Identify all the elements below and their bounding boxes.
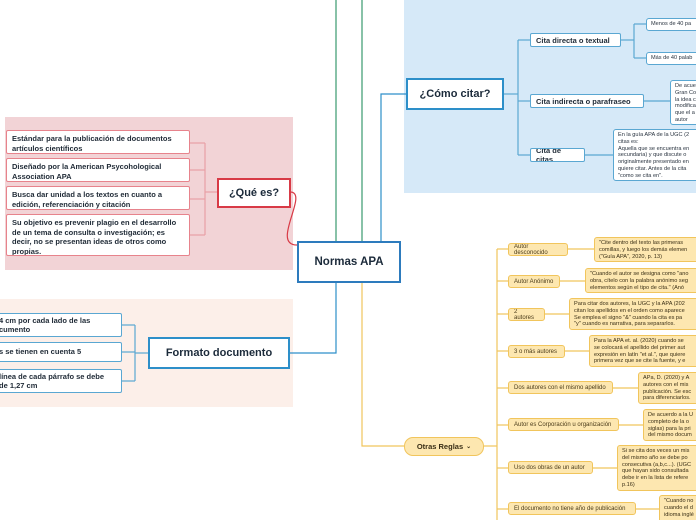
que-es-item[interactable]: Diseñado por la American Psycohological … <box>6 158 190 182</box>
rule-label[interactable]: 3 o más autores <box>508 345 565 358</box>
rule-leaf[interactable]: Para la APA et. al. (2020) cuando se se … <box>589 335 696 367</box>
cita-de-citas-leaf[interactable]: En la guía APA de la UGC (2 citas es: Aq… <box>613 129 696 181</box>
cita-leaf-text: De acue Gran Co la idea c modifica que e… <box>675 83 696 123</box>
cita-indirecta-label: Cita indirecta o parafraseo <box>536 96 631 106</box>
cita-directa-leaf[interactable]: Menos de 40 pa <box>646 18 696 31</box>
cita-de-citas-label: Cita de citas <box>536 148 562 162</box>
rule-label-text: El documento no tiene año de publicación <box>514 505 626 512</box>
rule-leaf[interactable]: Para citar dos autores, la UGC y la APA … <box>569 298 696 330</box>
que-es-item-text: Su objetivo es prevenir plagio en el des… <box>12 218 177 256</box>
que-es-item-text: Busca dar unidad a los textos en cuanto … <box>12 190 163 209</box>
rule-label-text: Autor es Corporación u organización <box>514 421 612 428</box>
rule-leaf[interactable]: "Cuando el autor se designa como "ano ob… <box>585 268 696 293</box>
formato-title: Formato documento <box>165 347 273 359</box>
rule-leaf[interactable]: APa, D. (2020) y A autores con el mis pu… <box>638 372 696 404</box>
que-es-item-text: Estándar para la publicación de document… <box>12 134 172 153</box>
rule-label-text: 3 o más autores <box>514 348 558 355</box>
formato-item[interactable]: 4 cm por cada lado de las cumento <box>0 313 122 337</box>
que-es-node[interactable]: ¿Qué es? <box>217 178 291 208</box>
cita-leaf-text: Menos de 40 pa <box>651 21 692 27</box>
rule-leaf-text: De acuerdo a la U completo de la o sigla… <box>648 412 694 439</box>
formato-node[interactable]: Formato documento <box>148 337 290 369</box>
rule-label[interactable]: Autor desconocido <box>508 243 568 256</box>
cita-leaf-text: Más de 40 palab <box>651 55 693 61</box>
rule-leaf-text: "Cite dentro del texto las primeras comi… <box>599 240 688 260</box>
formato-item[interactable]: línea de cada párrafo se debe de 1,27 cm <box>0 369 122 393</box>
rule-label[interactable]: Dos autores con el mismo apellido <box>508 381 613 394</box>
central-topic-label: Normas APA <box>314 256 384 268</box>
rule-leaf-text: APa, D. (2020) y A autores con el mis pu… <box>643 375 692 402</box>
rule-label[interactable]: 2 autores <box>508 308 545 321</box>
cita-directa-leaf[interactable]: Más de 40 palab <box>646 52 696 65</box>
rule-label[interactable]: Autor es Corporación u organización <box>508 418 619 431</box>
rule-label[interactable]: Autor Anónimo <box>508 275 560 288</box>
que-es-item[interactable]: Busca dar unidad a los textos en cuanto … <box>6 186 190 210</box>
rule-leaf-text: "Cuando el autor se designa como "ano ob… <box>590 271 689 291</box>
como-citar-node[interactable]: ¿Cómo citar? <box>406 78 504 110</box>
que-es-item[interactable]: Su objetivo es prevenir plagio en el des… <box>6 214 190 256</box>
rule-leaf[interactable]: De acuerdo a la U completo de la o sigla… <box>643 409 696 441</box>
rule-leaf-text: Si se cita dos veces un mis del mismo añ… <box>622 448 692 488</box>
rule-leaf-text: "Cuando no cuando el d idioma inglé <box>664 498 694 518</box>
rule-label-text: 2 autores <box>514 308 535 321</box>
cita-de-citas-node[interactable]: Cita de citas <box>530 148 585 162</box>
rule-label-text: Dos autores con el mismo apellido <box>514 384 606 391</box>
cita-leaf-text: En la guía APA de la UGC (2 citas es: Aq… <box>618 132 690 179</box>
central-topic[interactable]: Normas APA <box>297 241 401 283</box>
rule-label[interactable]: El documento no tiene año de publicación <box>508 502 636 515</box>
collapse-chevron-icon[interactable]: ⌄ <box>466 444 472 450</box>
como-citar-title: ¿Cómo citar? <box>419 88 491 100</box>
rule-label[interactable]: Uso dos obras de un autor <box>508 461 593 474</box>
rule-label-text: Uso dos obras de un autor <box>514 464 585 471</box>
que-es-item-text: Diseñado por la American Psycohological … <box>12 162 162 181</box>
que-es-title: ¿Qué es? <box>228 187 280 199</box>
rule-leaf[interactable]: "Cite dentro del texto las primeras comi… <box>594 237 696 262</box>
rule-leaf-text: Para la APA et. al. (2020) cuando se se … <box>594 338 686 365</box>
rule-leaf-text: Para citar dos autores, la UGC y la APA … <box>574 301 685 328</box>
que-es-item[interactable]: Estándar para la publicación de document… <box>6 130 190 154</box>
cita-indirecta-node[interactable]: Cita indirecta o parafraseo <box>530 94 644 108</box>
cita-indirecta-leaf[interactable]: De acue Gran Co la idea c modifica que e… <box>670 80 696 125</box>
rule-leaf[interactable]: Si se cita dos veces un mis del mismo añ… <box>617 445 696 491</box>
formato-item[interactable]: s se tienen en cuenta 5 <box>0 342 122 362</box>
cita-directa-label: Cita directa o textual <box>536 35 610 45</box>
formato-item-text: s se tienen en cuenta 5 <box>0 347 82 357</box>
otras-reglas-node[interactable]: Otras Reglas ⌄ <box>404 437 484 456</box>
rule-leaf[interactable]: "Cuando no cuando el d idioma inglé <box>659 495 696 520</box>
formato-item-text: línea de cada párrafo se debe de 1,27 cm <box>0 371 105 391</box>
cita-directa-node[interactable]: Cita directa o textual <box>530 33 621 47</box>
rule-label-text: Autor Anónimo <box>514 278 554 285</box>
rule-label-text: Autor desconocido <box>514 243 548 256</box>
otras-reglas-title: Otras Reglas <box>416 442 464 451</box>
formato-item-text: 4 cm por cada lado de las cumento <box>0 315 91 335</box>
